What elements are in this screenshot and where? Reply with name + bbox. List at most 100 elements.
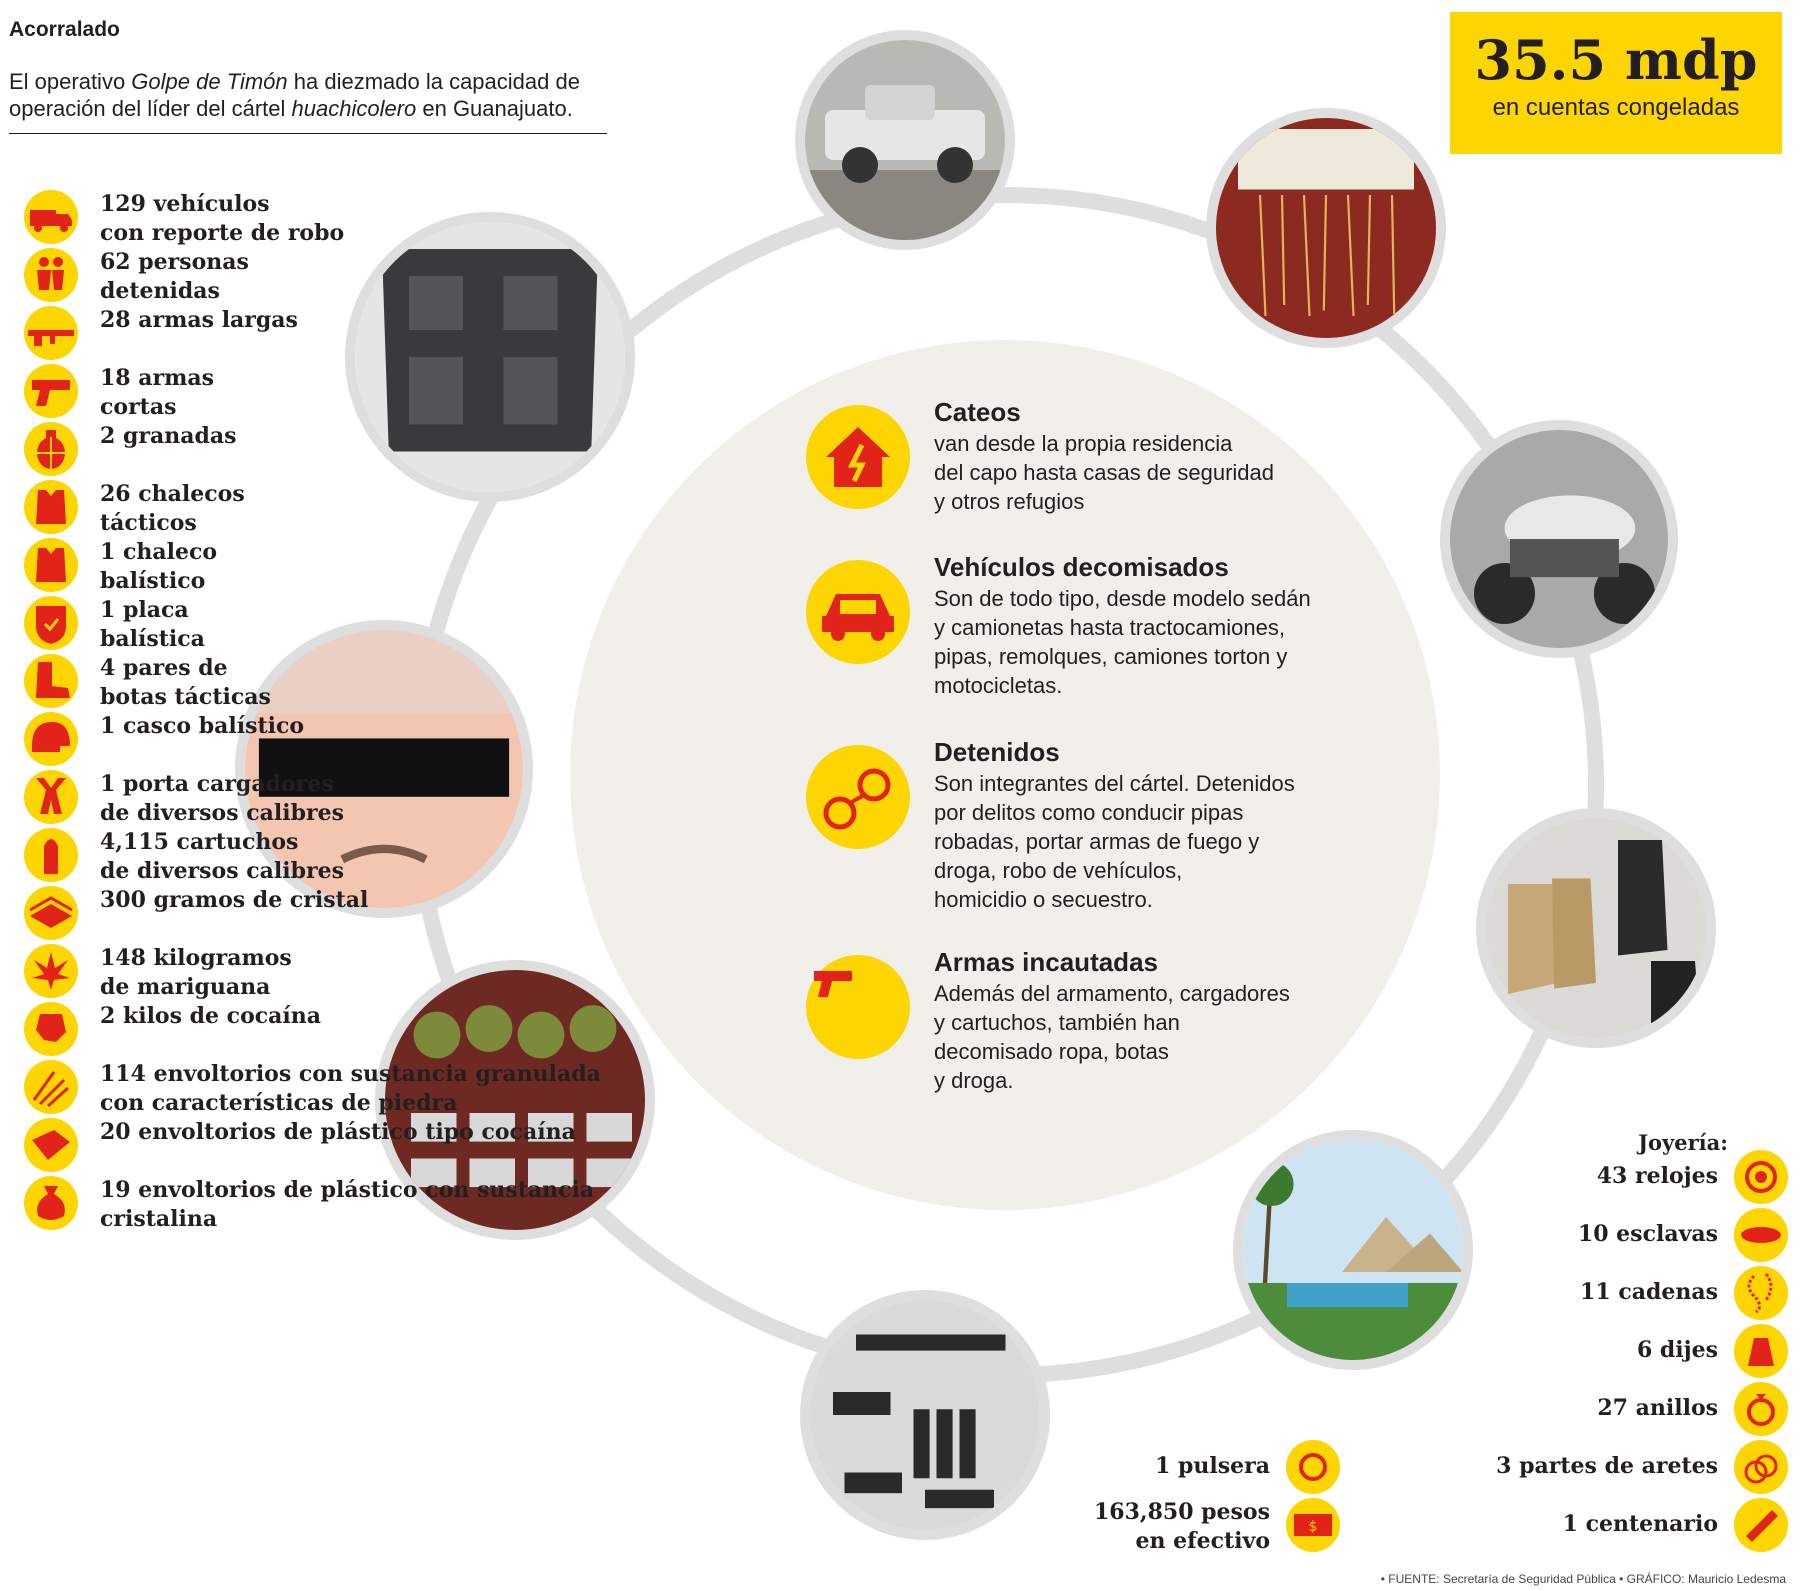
photo-face: [235, 620, 533, 918]
item-label: 300 gramos de cristal: [100, 887, 369, 913]
icon-badge: [24, 1060, 78, 1114]
center-item-title: Detenidos: [934, 737, 1060, 767]
item-label: 1 casco balístico: [100, 713, 305, 739]
center-item-body: van desde la propia residencia del capo …: [934, 431, 1275, 514]
photo-weapons: [800, 1290, 1050, 1540]
extra-icon-badge: [1286, 1440, 1340, 1494]
jewelry-item: 27 anillos: [1428, 1382, 1788, 1438]
jewelry-label: 3 partes de aretes: [1496, 1453, 1718, 1479]
jewelry-heading: Joyería:: [1638, 1130, 1728, 1155]
jewelry-icon-badge: [1734, 1498, 1788, 1552]
bag-icon: [37, 1186, 65, 1220]
jewelry-icon-badge: [1734, 1440, 1788, 1494]
center-icon-badge: [806, 405, 910, 509]
jewelry-label: 10 esclavas: [1577, 1221, 1718, 1247]
center-item-body: Además del armamento, cargadores y cartu…: [934, 981, 1290, 1093]
center-item-title: Armas incautadas: [934, 947, 1158, 977]
helmet-icon: [32, 722, 70, 752]
crystal-icon: [29, 896, 73, 928]
page-subtitle: El operativo Golpe de Timón ha diezmado …: [9, 69, 580, 121]
jewelry-icon-badge: [1734, 1382, 1788, 1436]
jewelry-label: 43 relojes: [1596, 1163, 1718, 1189]
jewelry-photo-icon: [1216, 118, 1436, 338]
extra-icon-badge: $: [1286, 1498, 1340, 1552]
drugs-photo-icon: [385, 970, 645, 1230]
header-divider: [9, 133, 607, 134]
center-item-body: Son integrantes del cártel. Detenidos po…: [934, 771, 1295, 912]
leaf-icon: [32, 952, 70, 990]
car-icon: [822, 594, 894, 641]
people-icon: [37, 257, 64, 290]
photo-truck: [795, 30, 1015, 250]
icon-badge: [24, 944, 78, 998]
jewelry-label: 1 centenario: [1562, 1511, 1718, 1537]
frozen-accounts-value: 35.5 mdp: [1474, 28, 1758, 92]
vest-icon: [36, 548, 66, 582]
grenade-icon: [37, 430, 65, 469]
photo-ranch: [1233, 1130, 1473, 1370]
jewelry-icon-badge: [1734, 1208, 1788, 1262]
icon-badge: [24, 886, 78, 940]
watch-icon: [1745, 1161, 1777, 1193]
extra-item: 1 pulsera: [1040, 1440, 1340, 1496]
bangle-icon: [1299, 1453, 1327, 1481]
center-item-body: Son de todo tipo, desde modelo sedán y c…: [934, 586, 1311, 698]
photo-drugs: [375, 960, 655, 1240]
jewelry-label: 11 cadenas: [1580, 1279, 1718, 1305]
package-icon: [32, 1130, 70, 1160]
icon-badge: [24, 1176, 78, 1230]
photo-vests: [345, 212, 635, 502]
chain-icon: [1747, 1273, 1773, 1314]
bracelet-icon: [1741, 1227, 1781, 1243]
center-item-title: Cateos: [934, 397, 1021, 427]
item-label: 148 kilogramos de mariguana: [100, 945, 292, 1000]
photo-motorcycle: [1440, 420, 1678, 658]
vests-photo-icon: [355, 222, 625, 492]
photo-boots: [1476, 808, 1716, 1048]
jewelry-item: 10 esclavas: [1428, 1208, 1788, 1264]
jewelry-item: 6 dijes: [1428, 1324, 1788, 1380]
handcuffs-icon: [823, 768, 891, 830]
icon-badge: [24, 248, 78, 302]
jewelry-label: 6 dijes: [1636, 1337, 1718, 1363]
house-raid-icon: [826, 427, 890, 487]
weapons-photo-icon: [810, 1300, 1040, 1530]
item-label: 20 envoltorios de plástico tipo cocaína: [100, 1119, 576, 1145]
pendant-icon: [1748, 1338, 1774, 1366]
item-label: 2 granadas: [100, 423, 237, 449]
extra-label: 1 pulsera: [1155, 1453, 1270, 1479]
icon-badge: [24, 828, 78, 882]
rifle-icon: [28, 330, 74, 346]
face-photo-icon: [245, 630, 523, 908]
icon-badge: [24, 422, 78, 476]
svg-text:$: $: [1309, 1519, 1318, 1535]
jewelry-icon-badge: [1734, 1324, 1788, 1378]
center-icon-badge: [806, 560, 910, 664]
source-credit: • FUENTE: Secretaría de Seguridad Públic…: [1380, 1572, 1786, 1586]
powder-icon: [36, 1014, 66, 1042]
frozen-accounts-label: en cuentas congeladas: [1492, 94, 1740, 121]
icon-badge: [24, 712, 78, 766]
icon-badge: [24, 480, 78, 534]
rock-icon: [32, 1071, 70, 1108]
icon-badge: [24, 1118, 78, 1172]
earrings-icon: [1744, 1454, 1778, 1484]
icon-badge: [24, 654, 78, 708]
jewelry-icon-badge: [1734, 1266, 1788, 1320]
vest-icon: [36, 490, 66, 524]
coin-icon: [1746, 1510, 1778, 1542]
jewelry-label: 27 anillos: [1597, 1395, 1718, 1421]
pistol-icon: [32, 380, 70, 406]
cash-icon: $: [1294, 1514, 1332, 1536]
jewelry-item: 11 cadenas: [1428, 1266, 1788, 1322]
boots-photo-icon: [1486, 818, 1706, 1038]
center-item-title: Vehículos decomisados: [934, 552, 1229, 582]
jewelry-icon-badge: [1734, 1150, 1788, 1204]
icon-badge: [24, 306, 78, 360]
